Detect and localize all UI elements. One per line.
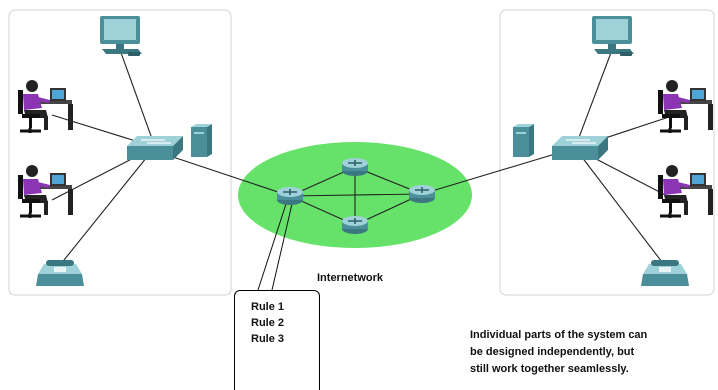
rule-item: Rule 3	[251, 333, 285, 345]
rule-item: Rule 2	[251, 317, 285, 329]
caption-line: be designed independently, but	[470, 346, 635, 358]
router-icon	[276, 186, 304, 206]
router-icon	[408, 184, 436, 204]
caption-text: Individual parts of the system can be de…	[470, 327, 716, 378]
internetwork-label: Internetwork	[317, 272, 384, 284]
caption-line: Individual parts of the system can	[470, 329, 648, 341]
desktop-computer-icon	[592, 16, 634, 56]
left-lan-panel	[8, 9, 232, 296]
server-icon	[191, 124, 212, 157]
server-icon	[513, 124, 534, 157]
caption-line: still work together seamlessly.	[470, 363, 629, 375]
desktop-computer-icon	[100, 16, 142, 56]
right-lan-panel	[499, 9, 715, 296]
rules-callout-line	[271, 203, 293, 291]
rule-item: Rule 1	[251, 301, 285, 313]
rules-callout-line	[257, 203, 287, 291]
rules-box: Rule 1 Rule 2 Rule 3	[234, 290, 320, 390]
lan-switch-icon	[551, 135, 609, 161]
router-icon	[341, 215, 369, 235]
lan-switch-icon	[126, 135, 184, 161]
router-icon	[341, 157, 369, 177]
